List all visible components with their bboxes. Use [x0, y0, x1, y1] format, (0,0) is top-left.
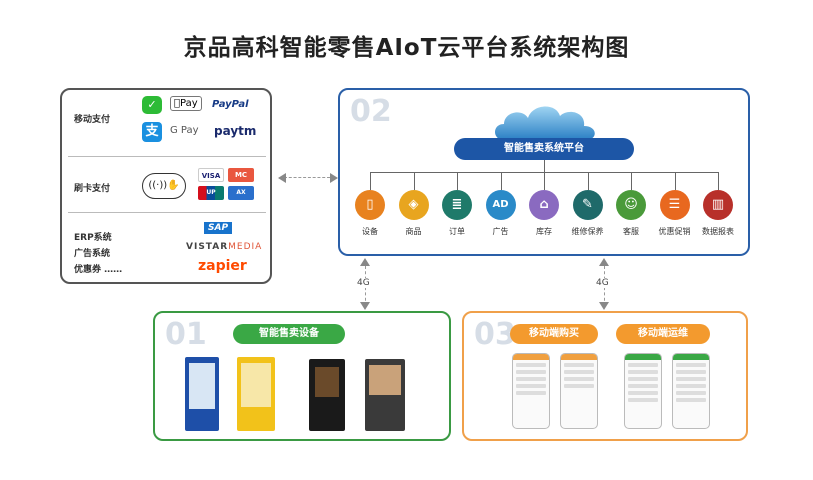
module-ad: AD 广告	[481, 172, 521, 237]
tree-connector	[500, 172, 502, 190]
ad-icon: AD	[485, 190, 516, 220]
module-order: ≣ 订单	[437, 172, 477, 237]
devices-label: 智能售卖设备	[233, 324, 345, 344]
tree-connector	[544, 172, 545, 190]
module-device: ▯ 设备	[350, 172, 390, 237]
module-label: 数据报表	[702, 227, 734, 236]
module-label: 优惠促销	[658, 227, 691, 236]
warehouse-icon: ⌂	[529, 190, 559, 220]
wrench-icon: ✎	[572, 190, 603, 220]
section-number: 03	[474, 317, 516, 352]
arrow-right-icon	[330, 173, 338, 183]
right-4g-label: 4G	[595, 278, 610, 288]
divider	[68, 212, 266, 213]
tree-connector	[674, 172, 676, 190]
ops-app-screenshot	[672, 353, 710, 429]
tree-connector	[718, 172, 719, 190]
tree-connector	[457, 172, 458, 190]
alipay-icon: 支	[142, 122, 162, 142]
shop-app-screenshot	[560, 353, 598, 429]
mobile-ops-label: 移动端运维	[616, 324, 710, 344]
coffee-machine-image	[309, 359, 345, 431]
arrow-up-icon	[599, 258, 609, 266]
unionpay-card-icon: UP	[198, 186, 224, 200]
module-warehouse: ⌂ 库存	[524, 172, 564, 237]
ops-app-screenshot	[624, 353, 662, 429]
sap-logo: SAP	[204, 222, 233, 234]
amex-card-icon: AX	[228, 186, 254, 200]
module-label: 广告	[492, 227, 509, 236]
vending-machine-image	[185, 357, 219, 431]
erp-label: ERP系统	[74, 233, 112, 243]
paypal-icon: PayPal	[212, 99, 249, 110]
platform-bar: 智能售卖系统平台	[454, 138, 634, 160]
google-pay-icon: G Pay	[170, 125, 199, 136]
divider	[68, 156, 266, 157]
left-connector-line	[284, 177, 330, 178]
tree-connector	[413, 172, 415, 190]
module-label: 客服	[623, 227, 639, 236]
module-report: ▥ 数据报表	[698, 172, 738, 237]
coffee-machine-image	[365, 359, 405, 431]
promo-icon: ☰	[659, 190, 690, 220]
tree-connector	[587, 172, 589, 190]
module-label: 设备	[362, 227, 378, 236]
mobile-pay-label: 移动支付	[74, 115, 111, 125]
card-pay-label: 刷卡支付	[74, 184, 111, 194]
device-icon: ▯	[355, 190, 385, 220]
module-promo: ☰ 优惠促销	[655, 172, 695, 237]
section-number: 02	[350, 94, 392, 129]
mobile-pay-logos: ✓ Pay PayPal 支 G Pay paytm	[142, 96, 257, 148]
module-box: ◈ 商品	[394, 172, 434, 237]
visa-card-icon: VISA	[198, 168, 224, 182]
support-icon: ☺	[616, 190, 646, 220]
mastercard-icon: MC	[228, 168, 254, 182]
module-support: ☺ 客服	[611, 172, 651, 237]
contactless-icon: ((·))✋	[142, 173, 186, 199]
ad-system-label: 广告系统	[74, 249, 111, 259]
module-label: 订单	[449, 227, 465, 236]
order-icon: ≣	[442, 190, 472, 220]
module-label: 库存	[536, 227, 552, 236]
paytm-icon: paytm	[214, 124, 257, 138]
coupon-label: 优惠券 ……	[74, 265, 123, 275]
wechat-pay-icon: ✓	[142, 96, 162, 114]
mobile-panel: 03 移动端购买 移动端运维	[462, 311, 748, 441]
vending-machine-image	[237, 357, 275, 431]
report-icon: ▥	[703, 190, 733, 220]
payment-integration-panel: 移动支付 ✓ Pay PayPal 支 G Pay paytm 刷卡支付 ((…	[60, 88, 272, 284]
arrow-down-icon	[360, 302, 370, 310]
arrow-left-icon	[278, 173, 286, 183]
module-label: 维修保养	[571, 227, 604, 236]
tree-connector	[544, 160, 545, 172]
vistar-media-logo: VISTARMEDIA	[186, 242, 263, 252]
devices-panel: 01 智能售卖设备	[153, 311, 451, 441]
shop-app-screenshot	[512, 353, 550, 429]
tree-connector	[631, 172, 632, 190]
module-wrench: ✎ 维修保养	[568, 172, 608, 237]
section-number: 01	[165, 317, 207, 352]
zapier-logo: zapier	[198, 258, 247, 274]
module-label: 商品	[405, 227, 422, 236]
cloud-icon	[495, 106, 595, 140]
diagram-title: 京品高科智能零售AIoT云平台系统架构图	[183, 35, 630, 61]
box-icon: ◈	[398, 190, 429, 220]
mobile-buy-label: 移动端购买	[510, 324, 598, 344]
arrow-down-icon	[599, 302, 609, 310]
tree-connector	[370, 172, 371, 190]
arrow-up-icon	[360, 258, 370, 266]
apple-pay-icon: Pay	[170, 96, 202, 111]
left-4g-label: 4G	[356, 278, 371, 288]
platform-panel: 02 智能售卖系统平台 ▯ 设备 ◈ 商品 ≣ 订单 AD 广告 ⌂ 库存 ✎ 维修保养 ☺ 客服 ☰ 优惠促…	[338, 88, 750, 256]
